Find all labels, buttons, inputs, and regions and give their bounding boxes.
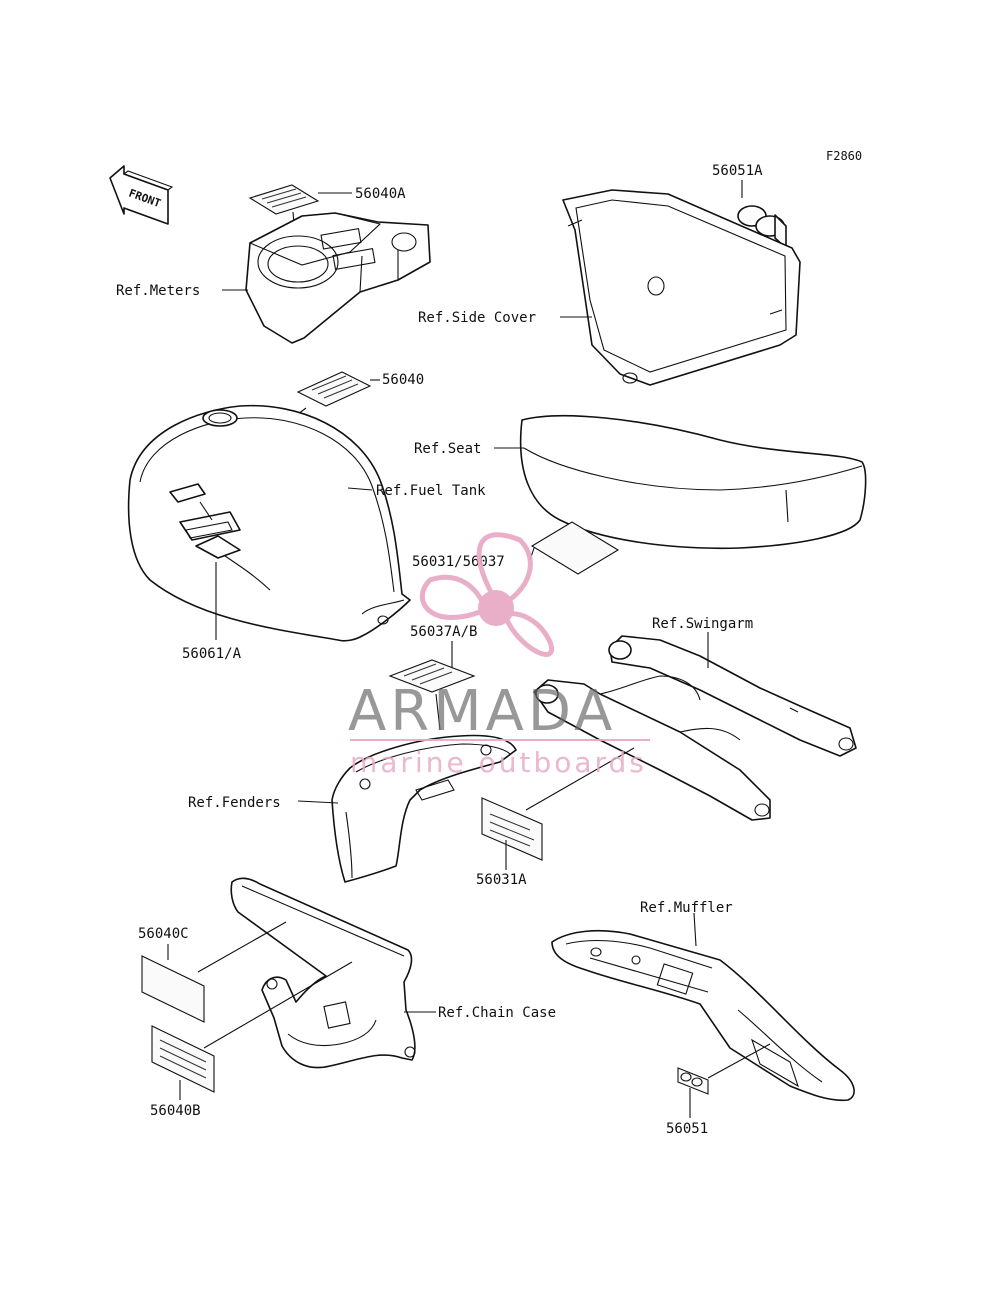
front-arrow-icon: FRONT <box>109 165 174 225</box>
ref-fuel-tank: Ref.Fuel Tank <box>376 483 486 499</box>
decal-56040B <box>151 1025 215 1093</box>
seat <box>519 414 867 550</box>
part-56031A: 56031A <box>476 872 527 888</box>
ref-swingarm: Ref.Swingarm <box>652 616 753 632</box>
armada-watermark: ARMADA marine outboards <box>348 532 650 779</box>
part-56061A: 56061/A <box>182 646 242 662</box>
decal-56040A <box>248 184 320 215</box>
leader-muffler <box>693 912 697 947</box>
decal-56031A <box>481 797 543 861</box>
decal-56040C <box>141 955 205 1023</box>
watermark-brand: ARMADA <box>348 679 616 744</box>
ref-chain-case: Ref.Chain Case <box>438 1005 556 1021</box>
part-56040B: 56040B <box>150 1103 201 1119</box>
decal-56040 <box>296 371 372 407</box>
fenders <box>331 734 517 883</box>
ref-seat: Ref.Seat <box>414 441 481 457</box>
ref-muffler: Ref.Muffler <box>640 900 733 916</box>
meters-housing <box>245 212 431 344</box>
decal-56031-56037 <box>530 521 620 575</box>
part-56040C: 56040C <box>138 926 189 942</box>
decal-56037AB <box>388 659 476 693</box>
muffler <box>551 929 855 1102</box>
fuel-tank <box>127 404 411 642</box>
emblem-56051A <box>737 205 787 249</box>
swingarm <box>533 635 857 821</box>
chain-case <box>230 877 416 1069</box>
leader-fuel-tank <box>347 487 373 491</box>
watermark-tagline: marine outboards <box>350 746 647 779</box>
part-56037AB: 56037A/B <box>410 624 477 640</box>
ref-meters: Ref.Meters <box>116 283 200 299</box>
ref-side-cover: Ref.Side Cover <box>418 310 536 326</box>
part-56040: 56040 <box>382 372 424 388</box>
part-56040A: 56040A <box>355 186 406 202</box>
ref-fenders: Ref.Fenders <box>188 795 281 811</box>
propeller-logo-icon <box>419 532 555 657</box>
side-cover <box>562 189 801 386</box>
part-56051A: 56051A <box>712 163 763 179</box>
part-56051: 56051 <box>666 1121 708 1137</box>
emblem-56051 <box>677 1067 709 1095</box>
leader-fenders <box>297 800 339 804</box>
figure-code: F2860 <box>826 149 862 163</box>
part-56031-56037: 56031/56037 <box>412 554 505 570</box>
